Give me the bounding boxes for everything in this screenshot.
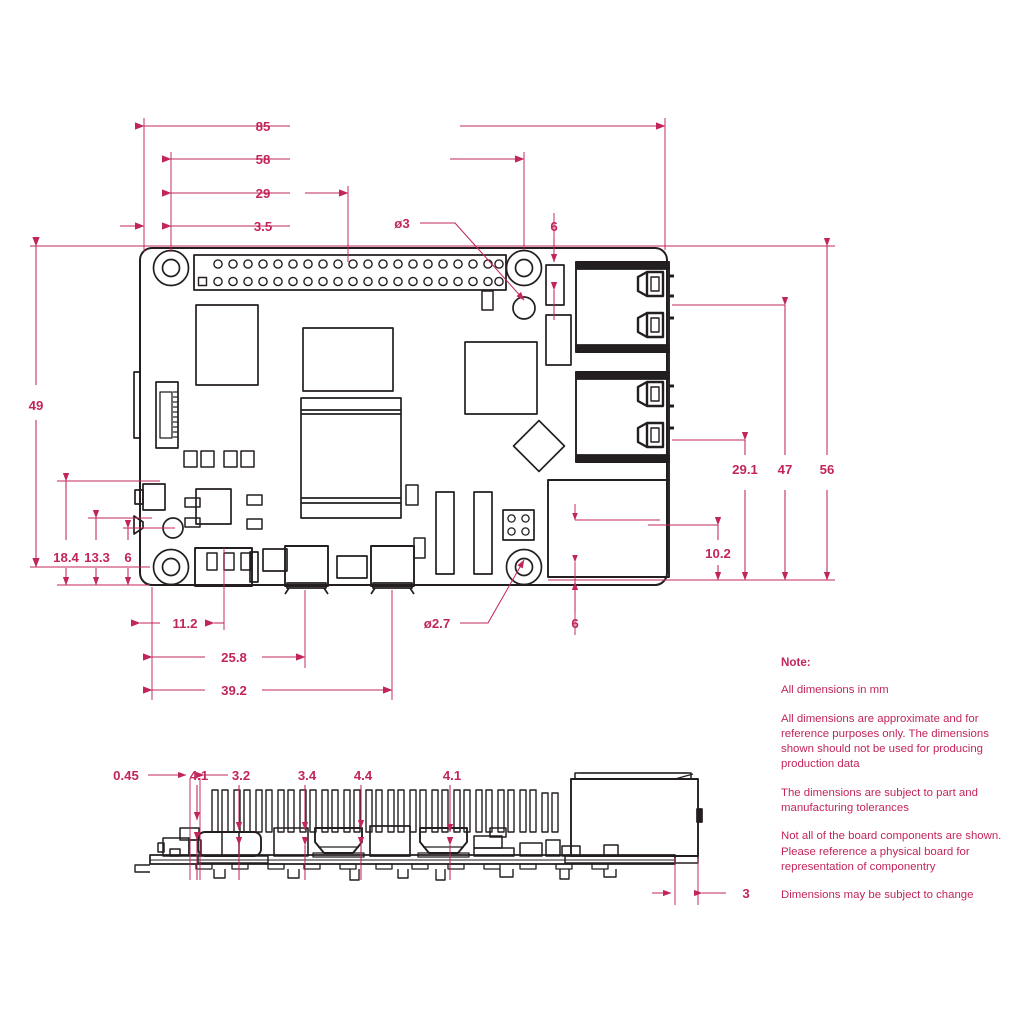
dim-4_4-label: 4.4 bbox=[354, 768, 373, 783]
dia-2_7-leader bbox=[460, 559, 525, 624]
ethernet-port bbox=[547, 479, 670, 578]
hdmi-port-2 bbox=[370, 545, 415, 595]
component-tall-2 bbox=[545, 314, 572, 366]
dim-3_2-label: 3.2 bbox=[232, 768, 250, 783]
dim-6-top-label: 6 bbox=[550, 219, 557, 234]
four-pin-pad bbox=[502, 509, 535, 541]
micro-usb-port bbox=[134, 483, 166, 511]
ethernet-leaders bbox=[572, 504, 660, 578]
note-line-1: All dimensions in mm bbox=[781, 684, 889, 697]
dim-25_8-label: 25.8 bbox=[221, 650, 247, 665]
dim-56-label: 56 bbox=[820, 462, 835, 477]
dim-11_2-label: 11.2 bbox=[173, 616, 198, 631]
dia-2_7-label: ø2.7 bbox=[424, 616, 450, 631]
dim-0_45-label: 0.45 bbox=[113, 768, 139, 783]
dim-3_5-label: 3.5 bbox=[254, 219, 272, 234]
connector-block-a bbox=[435, 491, 455, 575]
side-view-witness bbox=[189, 778, 201, 880]
dim-49-label: 49 bbox=[29, 398, 44, 413]
mounting-hole-bottom-left bbox=[152, 548, 190, 586]
pcb-outline bbox=[139, 247, 668, 586]
note-line-4: Not all of the board components are show… bbox=[781, 830, 1002, 873]
component-tall-1 bbox=[545, 264, 565, 306]
dsi-connector bbox=[155, 381, 179, 449]
dim-3-label: 3 bbox=[742, 886, 749, 901]
notes-block: Note: All dimensions in mm All dimension… bbox=[781, 655, 1016, 917]
gpio-pins bbox=[197, 259, 504, 287]
dim-58-label: 58 bbox=[256, 152, 271, 167]
dim-4_1a-label: 4.1 bbox=[190, 768, 208, 783]
dim-6-left-label: 6 bbox=[124, 550, 131, 565]
ic-usb-controller bbox=[300, 397, 402, 519]
dim-13_3-label: 13.3 bbox=[84, 550, 110, 565]
side-usb-ethernet-block bbox=[570, 772, 703, 857]
dim-4_1b-label: 4.1 bbox=[443, 768, 461, 783]
dim-29_1-label: 29.1 bbox=[732, 462, 758, 477]
witness-lines bbox=[30, 118, 835, 700]
note-line-3: The dimensions are subject to part and m… bbox=[781, 786, 978, 815]
ic-soc bbox=[302, 327, 394, 392]
dim-47-label: 47 bbox=[778, 462, 793, 477]
dim-3_4-label: 3.4 bbox=[298, 768, 317, 783]
dia-3-leader bbox=[420, 222, 525, 301]
ic-wifi bbox=[464, 341, 538, 415]
side-view bbox=[134, 772, 703, 881]
connector-block-b bbox=[473, 491, 493, 575]
usb-port-block-top bbox=[575, 261, 674, 353]
note-line-2: All dimensions are approximate and for r… bbox=[781, 712, 989, 771]
dim-39_2-label: 39.2 bbox=[221, 683, 247, 698]
dim-3-overhang bbox=[652, 858, 726, 905]
antenna-diamond bbox=[512, 419, 566, 473]
ic-ram bbox=[195, 304, 259, 386]
left-edge-slot bbox=[133, 371, 140, 439]
dim-10_2-label: 10.2 bbox=[705, 546, 731, 561]
dia-3-label: ø3 bbox=[394, 216, 409, 231]
notes-heading: Note: bbox=[781, 656, 811, 669]
power-connector bbox=[194, 547, 259, 587]
note-line-5: Dimensions may be subject to change bbox=[781, 889, 974, 902]
small-chip-bottom bbox=[262, 548, 288, 572]
gpio-header-body bbox=[193, 254, 507, 291]
mounting-hole-bottom-right bbox=[505, 548, 543, 586]
dim-29-label: 29 bbox=[256, 186, 271, 201]
dim-18_4-label: 18.4 bbox=[53, 550, 79, 565]
usb-port-block-middle bbox=[575, 371, 674, 463]
hdmi-port-1 bbox=[284, 545, 329, 595]
dim-6-bottom-label: 6 bbox=[571, 616, 578, 631]
dim-85-label: 85 bbox=[256, 119, 271, 134]
chip-between-hdmi bbox=[336, 555, 368, 579]
